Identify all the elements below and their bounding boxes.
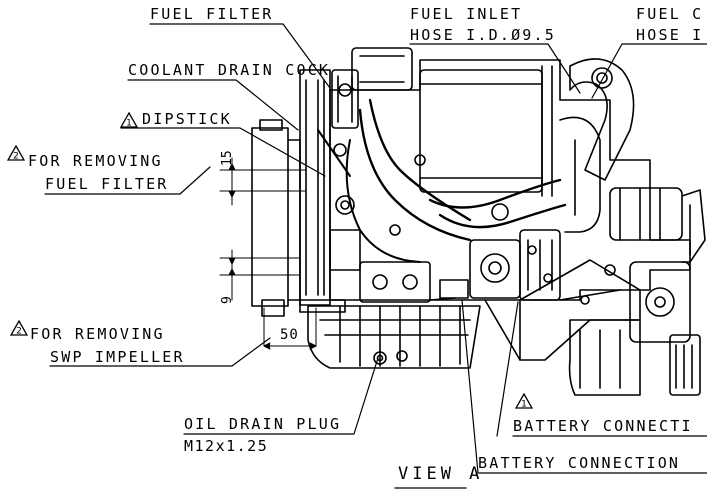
view-a-label: VIEW A xyxy=(398,464,484,484)
battery-connection-2-label: BATTERY CONNECTION xyxy=(478,454,681,472)
note-1-icon: 1 xyxy=(120,112,138,128)
fuel-inlet-hose-label: HOSE I.D.Ø9.5 xyxy=(410,26,556,44)
leader-lines xyxy=(44,23,707,489)
svg-text:1: 1 xyxy=(521,400,527,410)
note-2-icon: 2 xyxy=(7,145,25,161)
for-removing-swp-label: FOR REMOVING xyxy=(30,325,165,343)
fuel-c-label: FUEL C xyxy=(636,5,704,23)
for-removing-fuel-filter-label: FOR REMOVING xyxy=(28,152,163,170)
battery-connection-1-label: BATTERY CONNECTI xyxy=(513,417,693,435)
dimension-lines xyxy=(219,157,317,350)
dimension-50: 50 xyxy=(280,327,299,343)
fuel-inlet-label: FUEL INLET xyxy=(410,5,523,23)
note-2-icon: 2 xyxy=(10,320,28,336)
svg-text:1: 1 xyxy=(126,119,132,129)
fuel-filter-secondary-label: FUEL FILTER xyxy=(45,175,169,193)
svg-text:2: 2 xyxy=(13,152,19,162)
fuel-filter-label: FUEL FILTER xyxy=(150,5,274,23)
oil-drain-plug-label: OIL DRAIN PLUG xyxy=(184,415,342,433)
note-1-icon: 1 xyxy=(515,393,533,409)
fuel-c-hose-label: HOSE I xyxy=(636,26,704,44)
oil-drain-spec-label: M12x1.25 xyxy=(184,437,269,455)
engine-body xyxy=(251,47,706,396)
dimension-9: 9 xyxy=(220,296,235,304)
swp-impeller-label: SWP IMPELLER xyxy=(50,348,185,366)
svg-text:2: 2 xyxy=(16,327,22,337)
coolant-drain-cock-label: COOLANT DRAIN COCK xyxy=(128,61,331,79)
dimension-15: 15 xyxy=(220,150,235,166)
dipstick-label: DIPSTICK xyxy=(142,110,232,128)
